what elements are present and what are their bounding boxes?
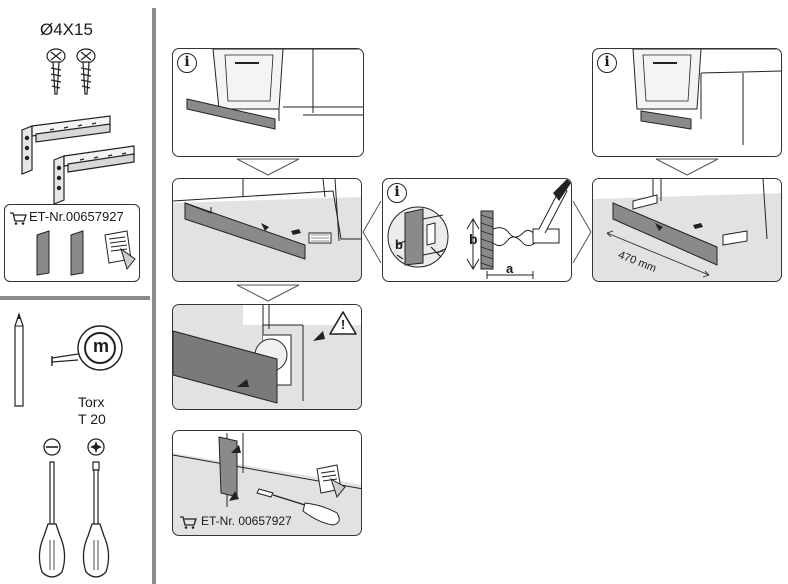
step-1-panel — [172, 178, 362, 282]
push-arrow-icon — [313, 331, 325, 341]
screw-icon — [46, 48, 66, 95]
info-icon: i — [177, 53, 197, 73]
plinth-bracket-illustration — [173, 179, 361, 260]
measurement-detail-illustration — [387, 179, 571, 279]
spare-parts-illustration — [36, 230, 136, 276]
measurement-detail-panel: i b b a — [382, 178, 572, 282]
tape-measure-icon — [51, 325, 123, 371]
torx-label: Torx — [78, 394, 105, 410]
dimension-b-label: b — [469, 231, 478, 247]
plinth-panel — [186, 98, 276, 130]
push-arrow-icon — [655, 223, 663, 231]
kitchen-base-illustration — [632, 49, 781, 145]
screwdriver-handle — [302, 502, 340, 526]
vertical-divider — [152, 8, 156, 584]
screw-icon — [76, 48, 96, 95]
torx-screwdriver-icon — [82, 438, 110, 578]
trim-panel-illustration — [173, 431, 361, 526]
detail-pointer-right — [572, 200, 592, 264]
next-step-arrow — [236, 158, 300, 176]
pencil-icon — [14, 312, 24, 407]
detail-pointer-left — [362, 200, 382, 264]
info-icon-glyph: i — [184, 54, 190, 70]
screw-icon — [256, 488, 274, 498]
cart-icon — [180, 516, 197, 529]
step-measure-panel: 470 mm — [592, 178, 782, 282]
step-3-panel: ET-Nr. 00657927 — [172, 430, 362, 536]
manual-icon — [104, 230, 136, 271]
plinth-panel — [612, 202, 718, 266]
push-arrow-icon — [231, 445, 241, 453]
plinth-fit-illustration — [173, 305, 361, 409]
push-arrow-icon — [261, 223, 269, 231]
dimension-b-small-label: b — [395, 237, 403, 252]
flat-screwdriver-icon — [38, 438, 66, 578]
bracket-icon — [53, 145, 135, 204]
brackets-illustration — [21, 115, 135, 204]
next-step-arrow — [655, 158, 719, 176]
screw-icon — [291, 229, 301, 235]
plinth-panel — [640, 110, 692, 130]
info-icon-glyph: i — [394, 184, 400, 200]
dimension-a-label: a — [506, 261, 514, 276]
plinth-panel — [184, 202, 306, 260]
trim-panel-left — [36, 230, 50, 276]
info-icon: i — [597, 53, 617, 73]
warning-icon — [329, 311, 357, 335]
info-icon: i — [387, 183, 407, 203]
info-icon-glyph: i — [604, 54, 610, 70]
screw-icon — [693, 223, 703, 229]
plinth-panel — [173, 330, 278, 404]
torx-size-label: T 20 — [78, 411, 106, 427]
screw-size-label: Ø4X15 — [40, 20, 93, 39]
spare-part-number: ET-Nr.00657927 — [29, 209, 124, 224]
step-info-panel-left: i — [172, 48, 364, 157]
trim-panel-right — [70, 230, 84, 276]
push-arrow-icon — [237, 379, 249, 387]
spare-part-box: ET-Nr.00657927 — [4, 204, 140, 282]
plinth-length-illustration — [593, 179, 781, 278]
push-arrow-icon — [229, 491, 239, 501]
warning-icon-glyph: ! — [340, 317, 346, 332]
kitchen-base-illustration — [186, 49, 363, 130]
bracket-icon — [308, 232, 332, 244]
step-2-panel: ! — [172, 304, 362, 410]
final-spare-part-number: ET-Nr. 00657927 — [201, 514, 292, 528]
bracket-icon — [632, 194, 748, 246]
next-step-arrow — [236, 284, 300, 302]
horizontal-divider — [0, 296, 150, 300]
tape-measure-letter: m — [93, 336, 110, 356]
bracket-icon — [21, 115, 111, 175]
trim-panel — [218, 436, 238, 498]
cart-icon — [10, 212, 27, 225]
step-info-panel-right: i — [592, 48, 782, 157]
screws-illustration — [46, 48, 96, 95]
manual-icon — [316, 464, 346, 499]
